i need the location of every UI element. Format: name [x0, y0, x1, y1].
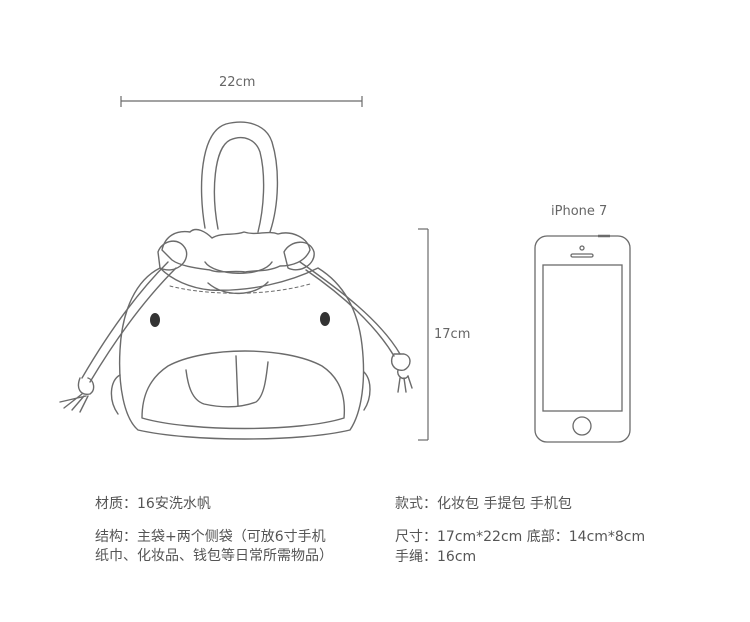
bag-illustration	[59, 121, 413, 440]
bag-left-ear	[157, 240, 188, 271]
spec-handle: 手绳：16cm	[395, 549, 477, 565]
height-dimension-line	[418, 228, 429, 441]
phone-camera	[579, 245, 585, 251]
spec-structure-line1: 结构：主袋+两个侧袋（可放6寸手机	[95, 529, 326, 545]
bag-teeth	[185, 361, 269, 408]
bag-right-string	[299, 261, 401, 355]
width-label: 22cm	[219, 75, 256, 90]
bag-left-string	[81, 261, 169, 379]
phone-frame	[534, 235, 631, 443]
spec-size: 尺寸：17cm*22cm 底部：14cm*8cm	[395, 529, 646, 545]
spec-style: 款式：化妆包 手提包 手机包	[395, 496, 572, 512]
spec-structure-line2: 纸巾、化妆品、钱包等日常所需物品）	[95, 548, 333, 564]
phone-model-label: iPhone 7	[551, 204, 608, 219]
bag-handle	[200, 121, 279, 233]
spec-material: 材质：16安洗水帆	[95, 496, 211, 512]
phone-screen	[542, 264, 623, 412]
bag-right-ear	[283, 241, 315, 271]
phone-illustration	[534, 234, 631, 443]
height-label: 17cm	[434, 327, 471, 342]
bag-left-eye	[150, 313, 160, 327]
bag-right-eye	[320, 312, 330, 326]
width-dimension-line	[120, 96, 363, 107]
bag-body	[118, 267, 365, 440]
bag-mouth	[141, 350, 346, 430]
phone-speaker	[570, 253, 594, 258]
phone-home-button	[572, 416, 592, 436]
